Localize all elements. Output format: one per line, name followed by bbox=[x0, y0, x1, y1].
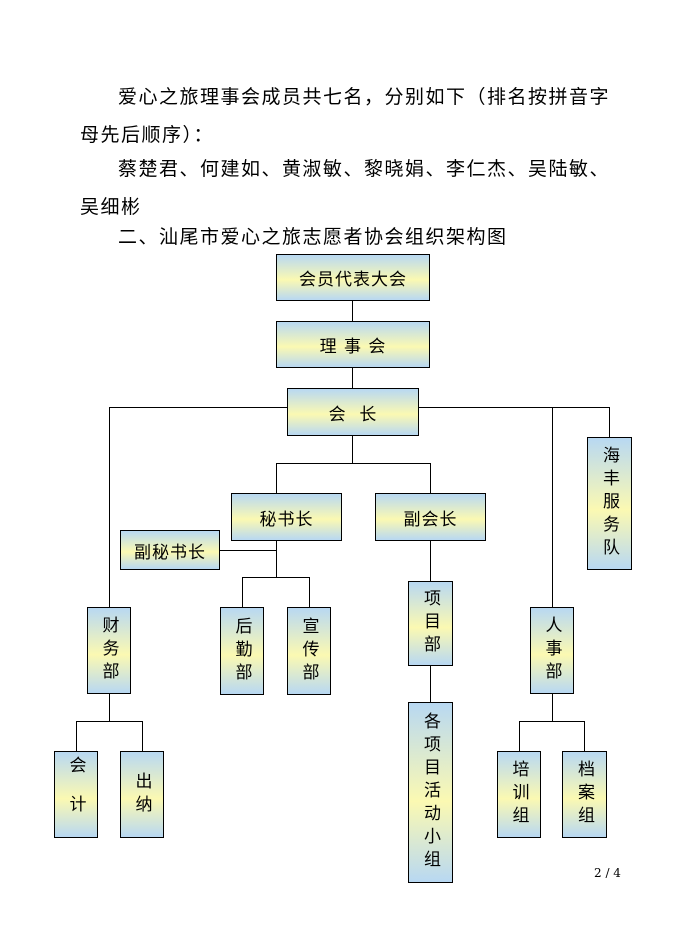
connector-line bbox=[309, 577, 311, 607]
connector-line bbox=[584, 721, 586, 751]
connector-line bbox=[352, 301, 354, 321]
connector-line bbox=[109, 694, 111, 722]
connector-line bbox=[142, 721, 144, 751]
connector-line bbox=[109, 407, 111, 607]
connector-line bbox=[430, 463, 432, 493]
project-groups-box: 各项目活动小组 bbox=[408, 702, 453, 883]
connector-line bbox=[552, 694, 554, 722]
member-names: 蔡楚君、何建如、黄淑敏、黎晓娟、李仁杰、吴陆敏、吴细彬 bbox=[80, 158, 611, 218]
connector-line bbox=[519, 721, 521, 751]
finance-dept-box: 财务部 bbox=[87, 607, 131, 694]
page-number: 2 / 4 bbox=[594, 866, 621, 880]
cashier-box: 出纳 bbox=[120, 751, 164, 838]
connector-line bbox=[430, 541, 432, 581]
connector-line bbox=[76, 721, 78, 751]
president-box: 会 长 bbox=[287, 388, 419, 436]
connector-line bbox=[519, 721, 585, 723]
deputy-secretary-general-box: 副秘书长 bbox=[120, 530, 220, 570]
connector-line bbox=[352, 368, 354, 388]
connector-line bbox=[109, 407, 287, 409]
connector-line bbox=[419, 407, 610, 409]
connector-line bbox=[242, 577, 244, 607]
project-dept-box: 项目部 bbox=[408, 581, 453, 666]
hr-dept-box: 人事部 bbox=[530, 607, 574, 694]
connector-line bbox=[276, 463, 431, 465]
connector-line bbox=[430, 666, 432, 702]
connector-line bbox=[276, 541, 278, 578]
members-assembly-box: 会员代表大会 bbox=[276, 254, 430, 301]
member-list-intro: 爱心之旅理事会成员共七名，分别如下（排名按拼音字母先后顺序）： bbox=[80, 86, 611, 146]
accounting-box: 会计 bbox=[54, 751, 98, 838]
connector-line bbox=[609, 407, 611, 437]
connector-line bbox=[552, 407, 554, 607]
logistics-dept-box: 后勤部 bbox=[220, 607, 264, 695]
connector-line bbox=[76, 721, 143, 723]
publicity-dept-box: 宣传部 bbox=[287, 607, 331, 695]
council-box: 理 事 会 bbox=[276, 321, 430, 368]
connector-line bbox=[276, 463, 278, 493]
training-group-box: 培训组 bbox=[497, 751, 541, 838]
connector-line bbox=[220, 550, 276, 552]
secretary-general-box: 秘书长 bbox=[231, 493, 342, 541]
archives-group-box: 档案组 bbox=[562, 751, 607, 838]
haifeng-team-box: 海丰服务队 bbox=[587, 437, 632, 570]
connector-line bbox=[242, 577, 310, 579]
connector-line bbox=[352, 436, 354, 464]
section-heading-org-chart: 二、汕尾市爱心之旅志愿者协会组织架构图 bbox=[118, 226, 508, 248]
vice-president-box: 副会长 bbox=[375, 493, 486, 541]
